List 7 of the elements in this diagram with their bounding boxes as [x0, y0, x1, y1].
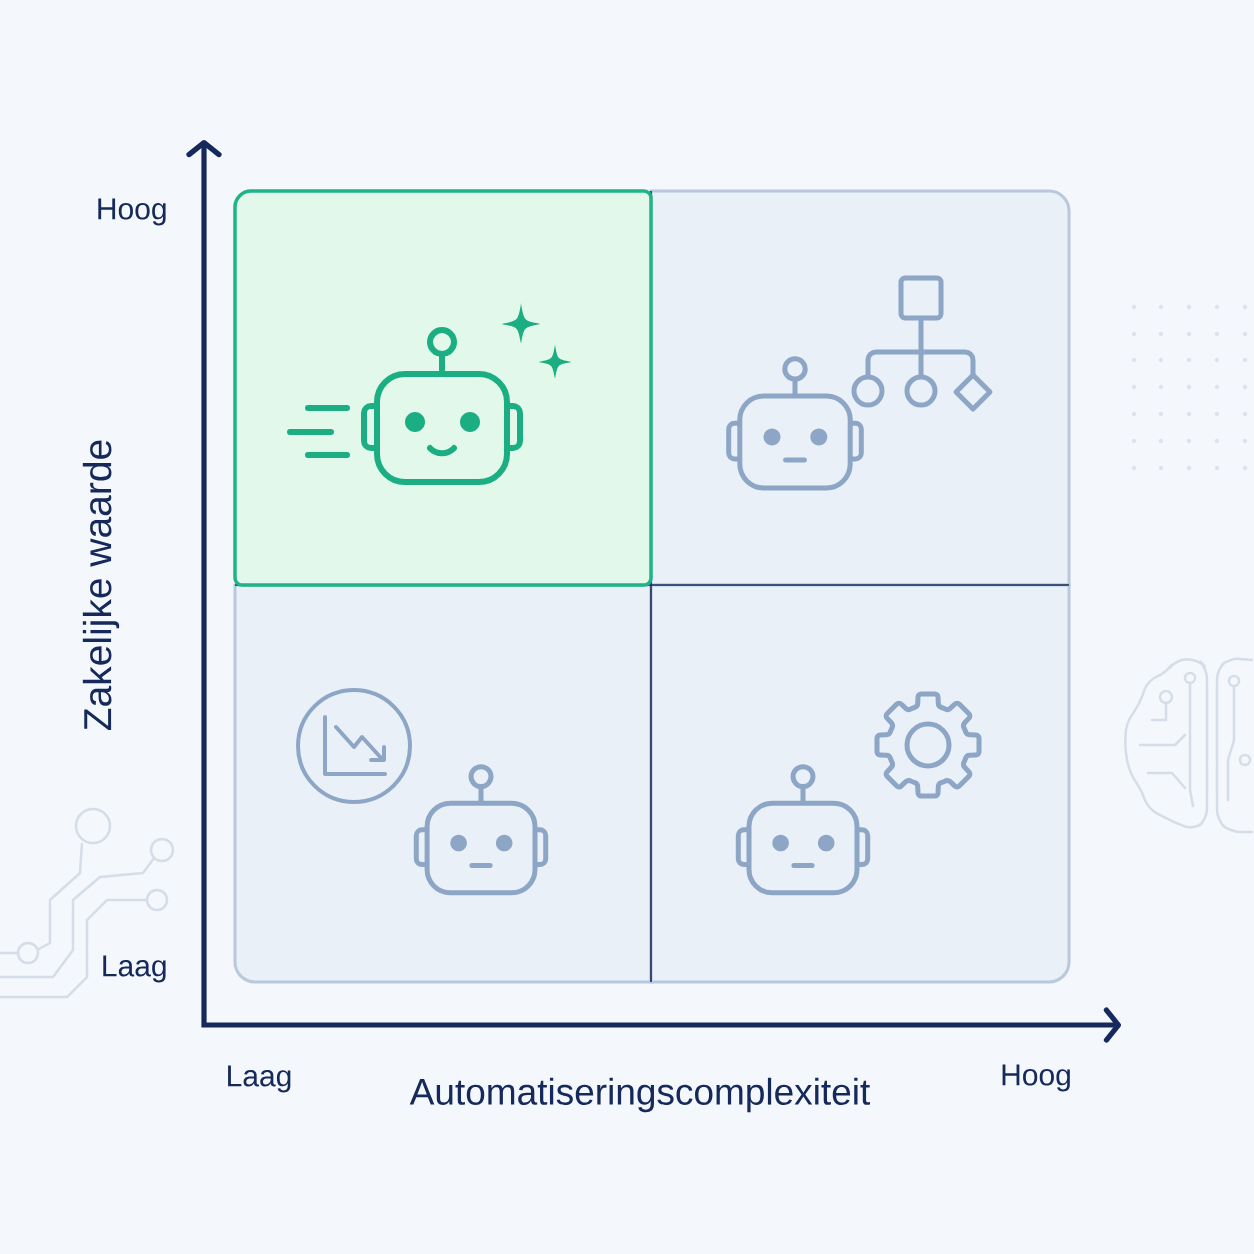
axis-title: Zakelijke waarde	[82, 440, 120, 731]
quadrant	[649, 583, 1071, 984]
quadrant	[233, 189, 653, 587]
axis-title: Automatiseringscomplexiteit	[409, 1077, 870, 1113]
quadrant	[233, 583, 653, 984]
quadrant	[649, 189, 1071, 587]
scale-label: Laag	[228, 1065, 291, 1093]
